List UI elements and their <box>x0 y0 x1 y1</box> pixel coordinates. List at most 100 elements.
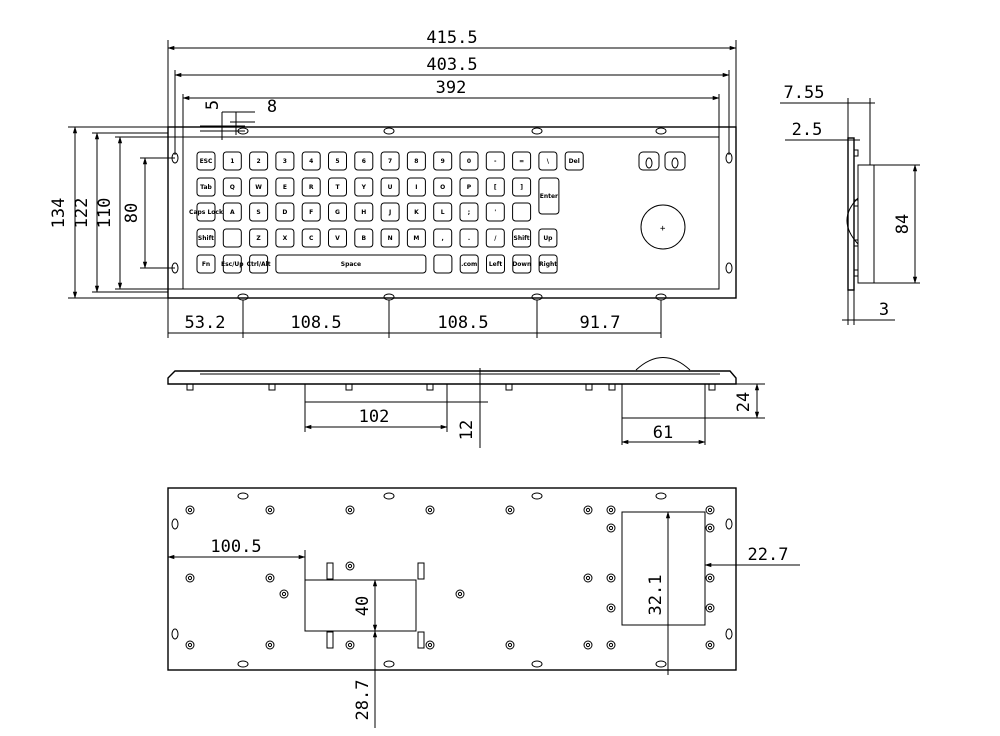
edge-view: 102 12 24 61 <box>167 357 765 448</box>
key[interactable] <box>459 254 479 274</box>
nut-hole <box>608 605 614 611</box>
key[interactable] <box>275 202 295 222</box>
key[interactable] <box>354 177 374 197</box>
key[interactable] <box>433 254 453 274</box>
key[interactable] <box>196 151 216 171</box>
key-label: ] <box>520 184 523 191</box>
key[interactable] <box>301 202 321 222</box>
key[interactable] <box>538 228 558 248</box>
key-label: \ <box>547 158 550 165</box>
key[interactable] <box>485 151 505 171</box>
key[interactable] <box>222 228 242 248</box>
nut-hole <box>707 507 713 513</box>
dim-label: 32.1 <box>646 575 666 616</box>
nut-hole <box>507 642 513 648</box>
key[interactable] <box>433 228 453 248</box>
key[interactable] <box>354 228 374 248</box>
key[interactable] <box>249 202 269 222</box>
key[interactable] <box>354 202 374 222</box>
key[interactable] <box>328 202 347 222</box>
key[interactable] <box>512 151 532 171</box>
key[interactable] <box>406 228 426 248</box>
nut <box>265 573 275 583</box>
key[interactable] <box>380 228 400 248</box>
key[interactable] <box>275 228 295 248</box>
key[interactable] <box>328 228 347 248</box>
dim-label: 5 <box>203 100 223 110</box>
key-label: Right <box>539 261 557 268</box>
key[interactable] <box>512 202 532 222</box>
key[interactable] <box>196 254 216 274</box>
dim-label: 2.5 <box>792 120 823 140</box>
key[interactable] <box>433 151 453 171</box>
mounting-holes-top <box>237 127 667 135</box>
back-view: 100.5 40 28.7 22.7 32.1 <box>167 487 800 728</box>
key[interactable] <box>328 151 347 171</box>
key[interactable] <box>222 177 242 197</box>
key[interactable] <box>249 151 269 171</box>
front-panel-outline <box>167 126 737 299</box>
trackball[interactable] <box>640 204 686 250</box>
key[interactable] <box>249 254 269 274</box>
key[interactable] <box>406 202 426 222</box>
key[interactable] <box>380 151 400 171</box>
key[interactable] <box>459 202 479 222</box>
key[interactable] <box>222 202 242 222</box>
key[interactable] <box>512 228 532 248</box>
nut <box>279 589 289 599</box>
key[interactable] <box>512 254 532 274</box>
side-body <box>857 164 875 284</box>
key[interactable] <box>406 177 426 197</box>
key[interactable] <box>485 202 505 222</box>
nut-hole <box>707 575 713 581</box>
dim-label: 403.5 <box>426 55 477 75</box>
key[interactable] <box>222 254 242 274</box>
key[interactable] <box>301 177 321 197</box>
key[interactable] <box>301 228 321 248</box>
nut-hole <box>585 575 591 581</box>
key[interactable] <box>249 228 269 248</box>
mouse-left-button[interactable] <box>638 151 660 171</box>
key[interactable] <box>459 151 479 171</box>
key[interactable] <box>196 202 216 222</box>
key[interactable] <box>512 177 532 197</box>
key[interactable] <box>459 177 479 197</box>
nut-hole <box>267 507 273 513</box>
key-label: D <box>282 209 287 216</box>
dim-inner-height: 110 <box>95 136 183 290</box>
key[interactable] <box>301 151 321 171</box>
key[interactable] <box>380 202 400 222</box>
back-panel-outline <box>167 487 737 671</box>
front-panel-inner <box>182 136 720 290</box>
key[interactable] <box>538 254 558 274</box>
edge-pcb <box>304 383 448 403</box>
key-label: T <box>335 184 340 191</box>
key[interactable] <box>328 177 347 197</box>
key[interactable] <box>196 177 216 197</box>
back-connector-pins <box>326 562 425 649</box>
key[interactable] <box>249 177 269 197</box>
key[interactable] <box>485 228 505 248</box>
key[interactable] <box>275 254 427 274</box>
nut-hole <box>281 591 287 597</box>
key[interactable] <box>538 177 560 215</box>
key[interactable] <box>433 177 453 197</box>
dim-label: 122 <box>72 198 92 229</box>
key-label: Left <box>489 261 503 268</box>
dim-hole-span: 403.5 <box>174 55 730 155</box>
key[interactable] <box>380 177 400 197</box>
key[interactable] <box>486 254 505 274</box>
key[interactable] <box>485 177 505 197</box>
key[interactable] <box>406 151 426 171</box>
key[interactable] <box>196 228 216 248</box>
mouse-right-button[interactable] <box>664 151 686 171</box>
key[interactable] <box>538 151 558 171</box>
key[interactable] <box>459 228 479 248</box>
key[interactable] <box>222 151 242 171</box>
key[interactable] <box>354 151 374 171</box>
key[interactable] <box>275 177 295 197</box>
key[interactable] <box>433 202 453 222</box>
nut-hole <box>187 642 193 648</box>
key[interactable] <box>275 151 295 171</box>
key[interactable] <box>564 151 584 171</box>
